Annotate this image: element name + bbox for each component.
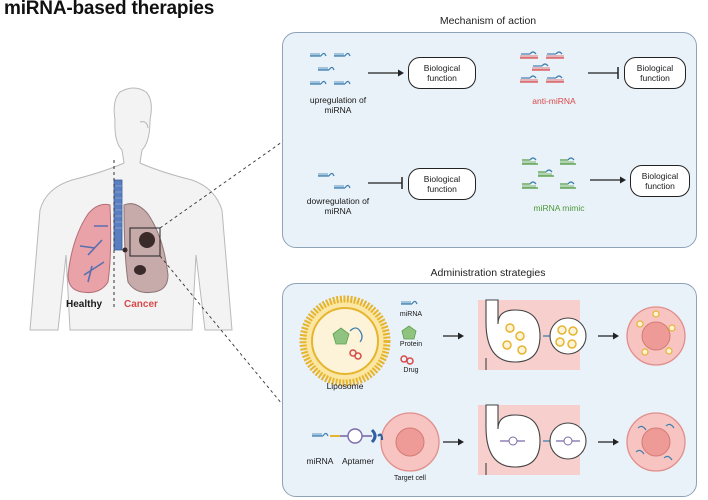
downregulation-mirna-cluster	[317, 172, 351, 189]
liposome-label: Liposome	[326, 381, 364, 391]
anti-mirna-label: anti-miRNA	[532, 96, 576, 106]
legend-drug-label: Drug	[403, 367, 419, 374]
mirna-label: miRNA	[306, 456, 334, 466]
mechanism-title: Mechanism of action	[439, 15, 537, 27]
healthy-label: Healthy	[66, 299, 103, 310]
downregulation-label: dowregulation of miRNA	[306, 196, 370, 216]
upregulation-mirna-cluster	[309, 52, 351, 85]
biological-function-box-3: Biological function	[408, 168, 476, 200]
aptamer-label: Aptamer	[341, 456, 375, 466]
biological-function-box-1: Biological function	[408, 57, 476, 89]
anti-mirna-cluster	[519, 51, 565, 83]
administration-title: Administration strategies	[430, 267, 546, 279]
biological-function-box-2: Biological function	[624, 57, 686, 89]
liposome-illustration	[299, 295, 391, 387]
upregulation-label: upregulation of miRNA	[309, 95, 367, 115]
mirna-mimic-label: miRNA mimic	[533, 203, 585, 213]
cancer-label: Cancer	[124, 299, 158, 310]
mirna-aptamer-construct	[311, 428, 377, 444]
legend-protein-label: Protein	[399, 341, 423, 348]
legend-mirna-label: miRNA	[399, 311, 423, 318]
mirna-mimic-cluster	[521, 157, 577, 189]
biological-function-box-4: Biological function	[630, 165, 690, 197]
target-cell-label: Target cell	[394, 475, 426, 482]
page-title: miRNA-based therapies	[4, 0, 215, 19]
